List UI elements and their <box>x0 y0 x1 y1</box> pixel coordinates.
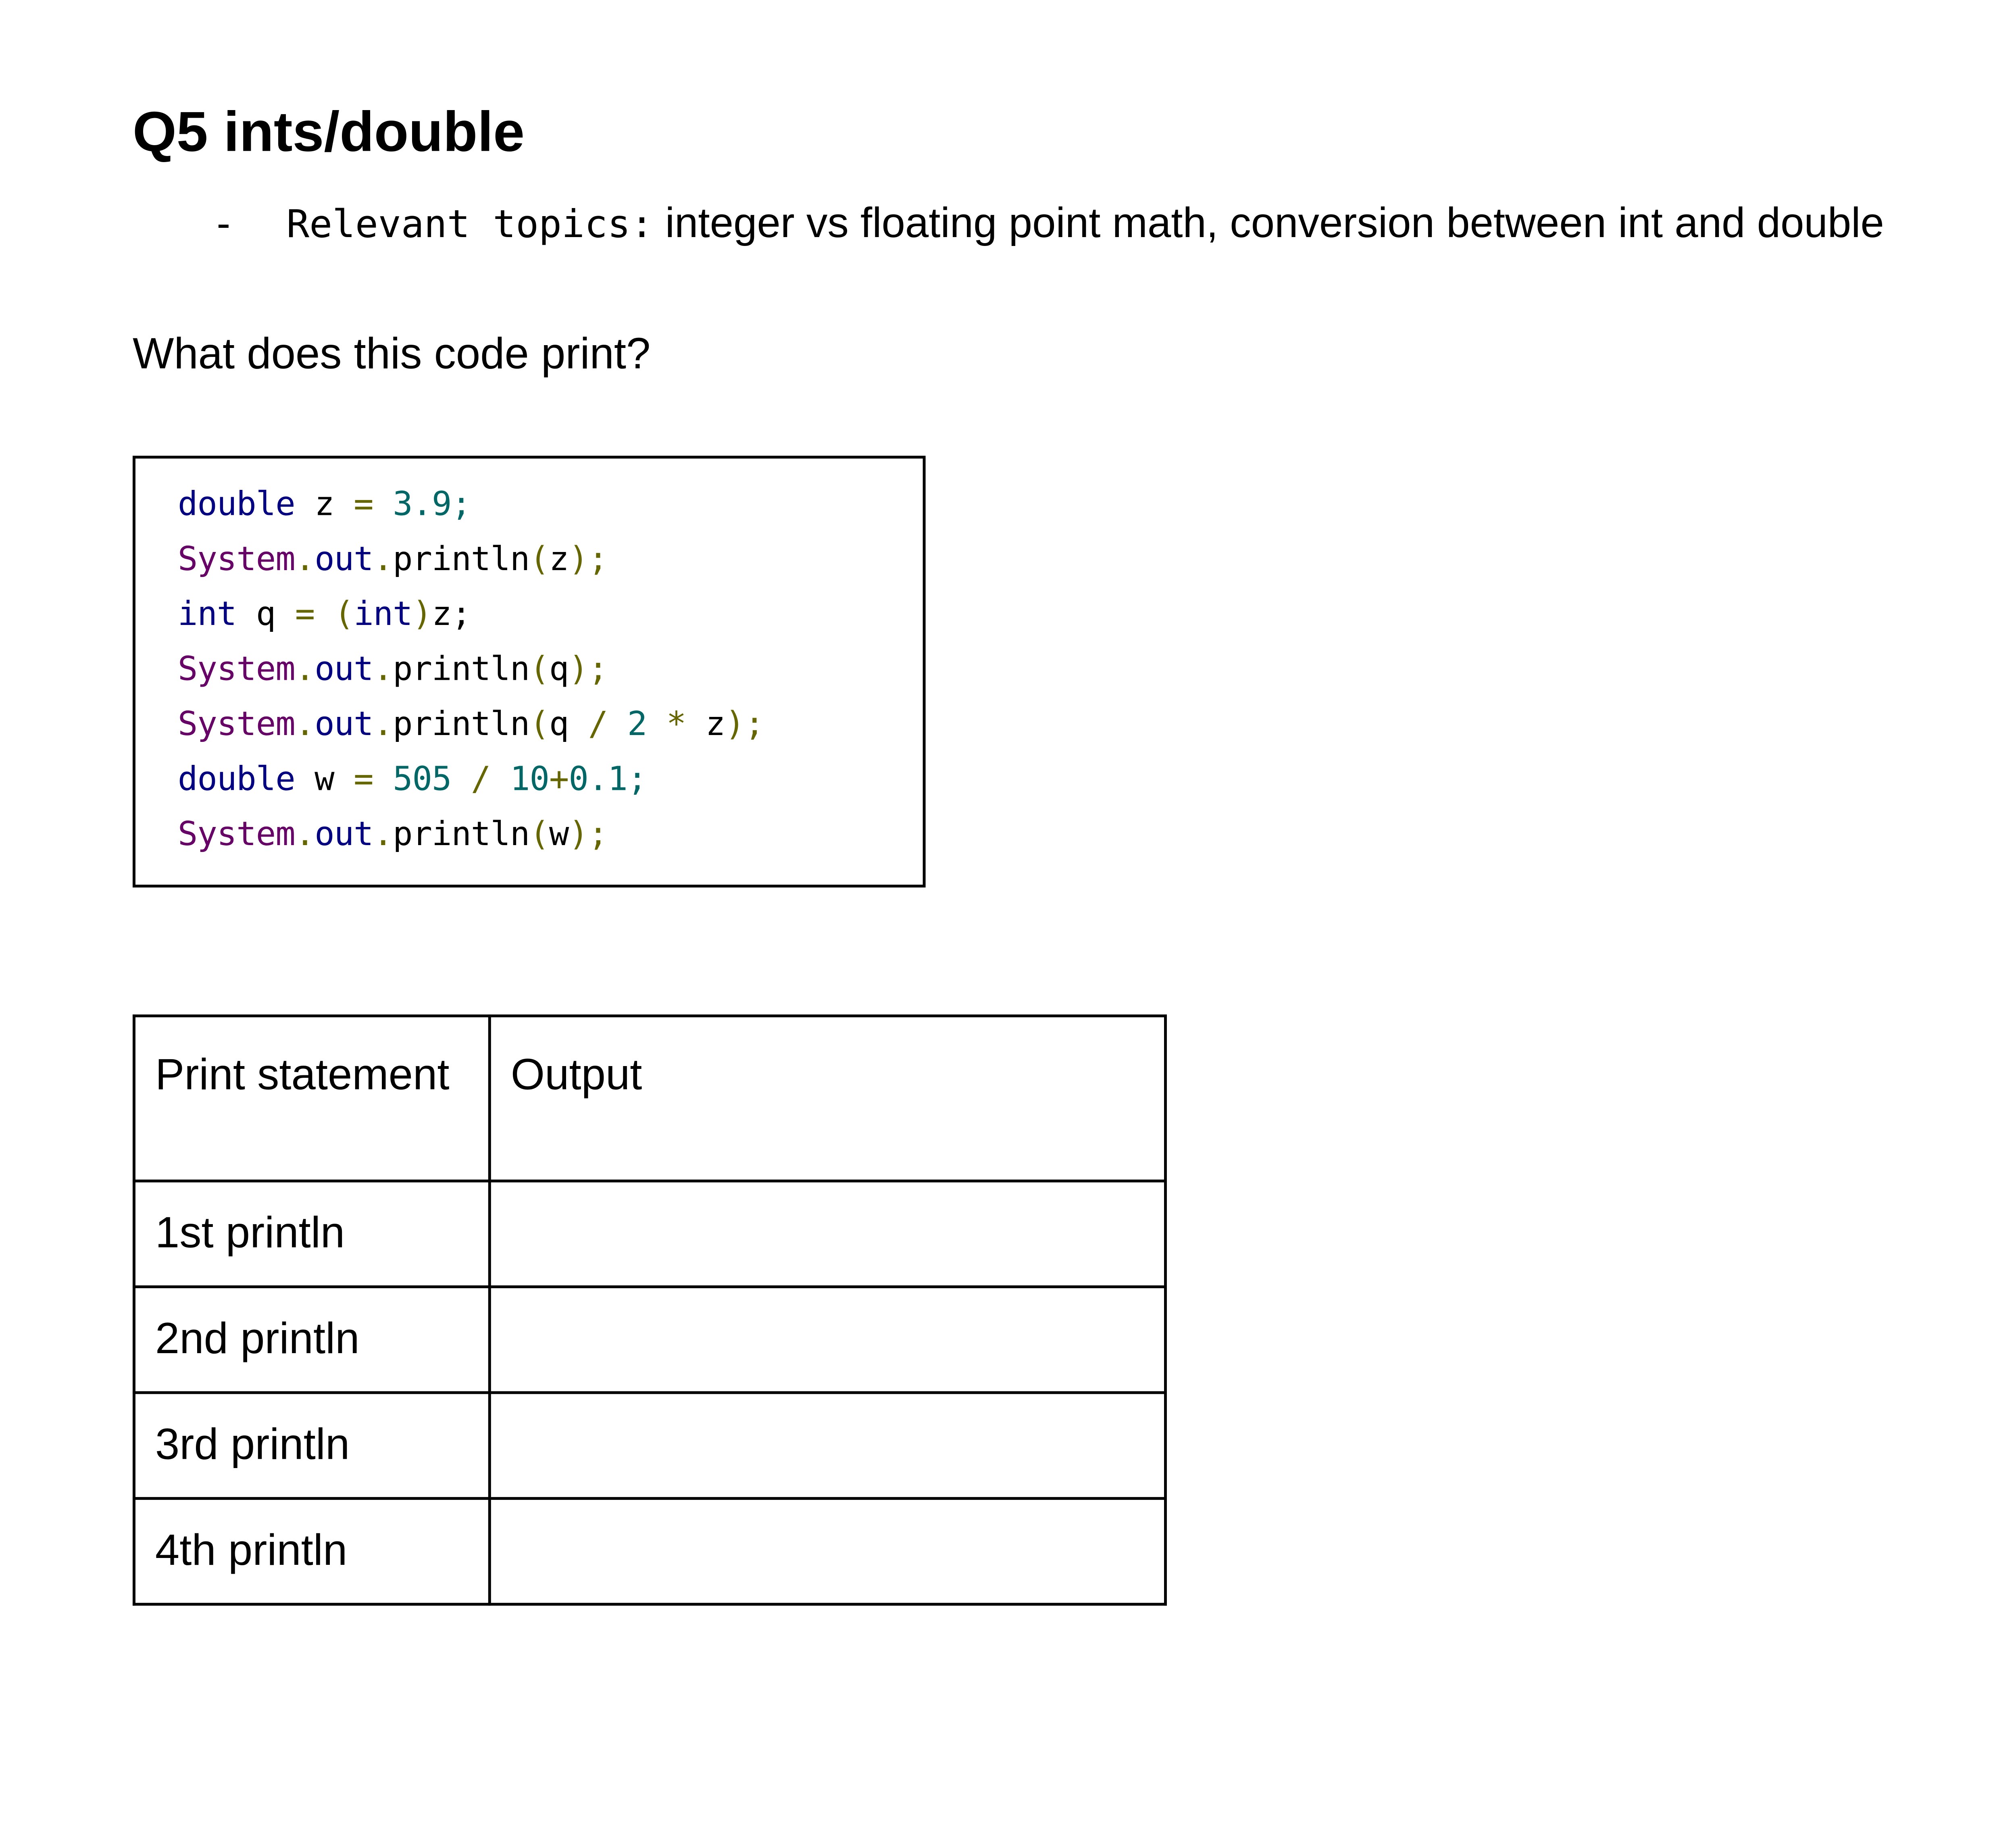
code-token: z; <box>432 594 471 634</box>
code-token: . <box>295 539 315 579</box>
code-token: . <box>373 649 394 689</box>
bullet-dash: - <box>211 200 235 247</box>
code-token <box>373 484 393 523</box>
code-token: q <box>549 704 588 744</box>
code-block: double z = 3.9;System.out.println(z);int… <box>132 456 926 888</box>
code-token <box>647 704 666 744</box>
code-token: out <box>314 649 373 689</box>
table-row: 4th println <box>132 1497 1167 1606</box>
code-token <box>314 594 334 633</box>
code-token: 3.9; <box>393 484 471 524</box>
code-token: ) <box>412 594 433 634</box>
code-line: System.out.println(z); <box>178 539 608 579</box>
row-label: 1st println <box>132 1179 491 1288</box>
header-output: Output <box>488 1014 1167 1183</box>
header-print-statement: Print statement <box>132 1014 491 1183</box>
code-token: z <box>549 539 569 579</box>
output-cell[interactable] <box>488 1285 1167 1394</box>
code-token: ( <box>334 594 354 634</box>
code-token: w <box>549 814 569 854</box>
code-token: out <box>314 704 373 744</box>
code-token: println <box>393 539 530 579</box>
code-line: System.out.println(q / 2 * z); <box>178 704 764 744</box>
code-token: . <box>295 704 315 744</box>
topics-bullet: - Relevant topics: integer vs floating po… <box>212 200 1884 248</box>
code-token: double <box>177 759 296 799</box>
code-token: int <box>354 594 412 634</box>
code-token: * <box>666 704 687 744</box>
code-token <box>490 759 510 799</box>
row-label: 2nd println <box>132 1285 491 1394</box>
code-token: . <box>373 539 394 579</box>
code-token: System <box>177 649 296 689</box>
page-title: Q5 ints/double <box>132 101 525 164</box>
code-token: int <box>177 594 237 634</box>
code-token: q <box>236 594 295 634</box>
code-token: 10 <box>510 759 550 799</box>
output-cell[interactable] <box>488 1391 1167 1500</box>
code-token: ); <box>725 704 764 744</box>
code-token: ( <box>529 539 550 579</box>
code-token: println <box>393 649 530 689</box>
code-token: . <box>295 814 315 854</box>
output-cell[interactable] <box>488 1497 1167 1606</box>
table-row: 1st println <box>132 1179 1167 1288</box>
code-token: out <box>314 539 373 579</box>
code-token: . <box>373 814 394 854</box>
code-token: / <box>471 759 491 799</box>
code-token: System <box>177 704 296 744</box>
table-row: 2nd println <box>132 1285 1167 1394</box>
code-token: q <box>549 649 569 689</box>
code-token: System <box>177 539 296 579</box>
code-token: z <box>686 704 726 744</box>
code-token: / <box>588 704 608 744</box>
code-token: println <box>393 814 530 854</box>
code-token: = <box>354 759 374 799</box>
code-line: System.out.println(q); <box>178 649 608 689</box>
code-token: ( <box>529 649 550 689</box>
code-token: ( <box>529 704 550 744</box>
code-token: = <box>354 484 374 524</box>
code-token: ); <box>569 539 608 579</box>
code-line: System.out.println(w); <box>178 814 608 854</box>
table-row: 3rd println <box>132 1391 1167 1500</box>
code-token: = <box>295 594 315 634</box>
code-token: w <box>295 759 354 799</box>
code-token: . <box>295 649 315 689</box>
code-token: 0.1; <box>569 759 647 799</box>
question-text: What does this code print? <box>132 329 651 378</box>
row-label: 3rd println <box>132 1391 491 1500</box>
topics-text: integer vs floating point math, conversi… <box>653 200 1884 247</box>
code-line: double z = 3.9; <box>178 484 471 523</box>
row-label: 4th println <box>132 1497 491 1606</box>
code-token: ( <box>529 814 550 854</box>
code-token: println <box>393 704 530 744</box>
output-table: Print statement Output 1st println 2nd p… <box>132 1014 1167 1606</box>
output-cell[interactable] <box>488 1179 1167 1288</box>
code-token: + <box>549 759 569 799</box>
code-token: double <box>177 484 296 524</box>
code-line: double w = 505 / 10+0.1; <box>178 759 647 799</box>
code-token: System <box>177 814 296 854</box>
code-token: 2 <box>627 704 648 744</box>
code-token: ); <box>569 649 608 689</box>
code-line: int q = (int)z; <box>178 594 471 633</box>
code-token: z <box>295 484 354 524</box>
code-token: out <box>314 814 373 854</box>
code-token: . <box>373 704 394 744</box>
code-token: ); <box>569 814 608 854</box>
code-token: 505 <box>393 759 452 799</box>
table-header-row: Print statement Output <box>132 1014 1167 1183</box>
code-token <box>608 704 627 744</box>
code-token <box>451 759 471 799</box>
code-token <box>373 759 393 799</box>
topics-label: Relevant topics: <box>286 203 654 247</box>
